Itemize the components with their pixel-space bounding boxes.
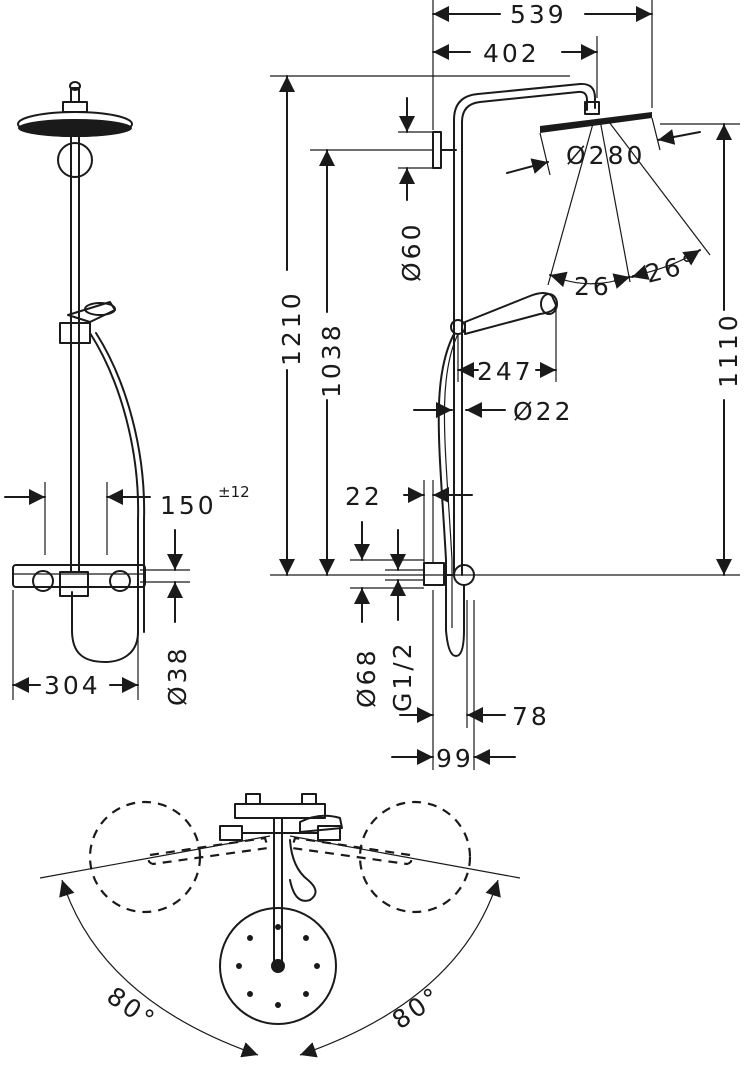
dim-label-80-right: 80° — [387, 981, 447, 1035]
side-hose — [437, 333, 465, 657]
front-hose-outer — [95, 332, 146, 633]
front-thermostat — [12, 564, 146, 597]
front-hand-shower — [59, 301, 116, 344]
top-arm-right — [290, 836, 413, 866]
dim-label-d22: Ø22 — [513, 397, 574, 426]
dim-label-80-left: 80° — [102, 981, 162, 1035]
dim-label-g12: G1/2 — [388, 640, 417, 712]
top-arm-left — [147, 836, 270, 866]
front-view: 150 ±12 304 Ø38 — [4, 81, 250, 707]
side-riser-arm-inner — [461, 90, 588, 576]
front-wall-bracket — [57, 142, 93, 178]
dim-label-304: 304 — [44, 671, 101, 700]
side-view: 539 402 1210 1038 1110 Ø60 Ø280 — [270, 0, 743, 773]
dim-label-78: 78 — [512, 702, 550, 731]
dim-label-1210: 1210 — [277, 290, 306, 366]
dim-label-d38: Ø38 — [163, 646, 192, 707]
dim-label-150: 150 — [160, 491, 217, 520]
dim-arc-80-right — [299, 879, 501, 1058]
dim-label-150-tolerance: ±12 — [218, 483, 250, 501]
dim-label-d280: Ø280 — [566, 141, 645, 170]
dim-label-22: 22 — [345, 482, 383, 511]
dim-label-d68: Ø68 — [352, 648, 381, 709]
dim-label-tilt-left: 26° — [574, 272, 627, 301]
top-view: 80° 80° — [39, 793, 521, 1058]
side-shower-head — [540, 112, 652, 133]
dim-label-tilt-right: 26° — [642, 248, 701, 289]
dim-label-1110: 1110 — [714, 312, 743, 388]
dim-label-d60: Ø60 — [397, 222, 426, 283]
dim-label-1038: 1038 — [317, 322, 346, 398]
side-riser-arm — [453, 82, 596, 576]
side-wall-bracket — [432, 131, 442, 169]
top-sweep-left — [88, 800, 202, 914]
top-sweep-right — [358, 800, 472, 914]
side-hand-shower — [450, 292, 558, 335]
dim-label-247: 247 — [477, 357, 534, 386]
dim-label-539: 539 — [510, 0, 567, 29]
side-valve — [423, 562, 475, 601]
dim-arc-80-left — [59, 879, 259, 1058]
front-shower-head — [17, 81, 133, 137]
dim-label-402: 402 — [483, 39, 540, 68]
dim-label-99: 99 — [436, 744, 474, 773]
